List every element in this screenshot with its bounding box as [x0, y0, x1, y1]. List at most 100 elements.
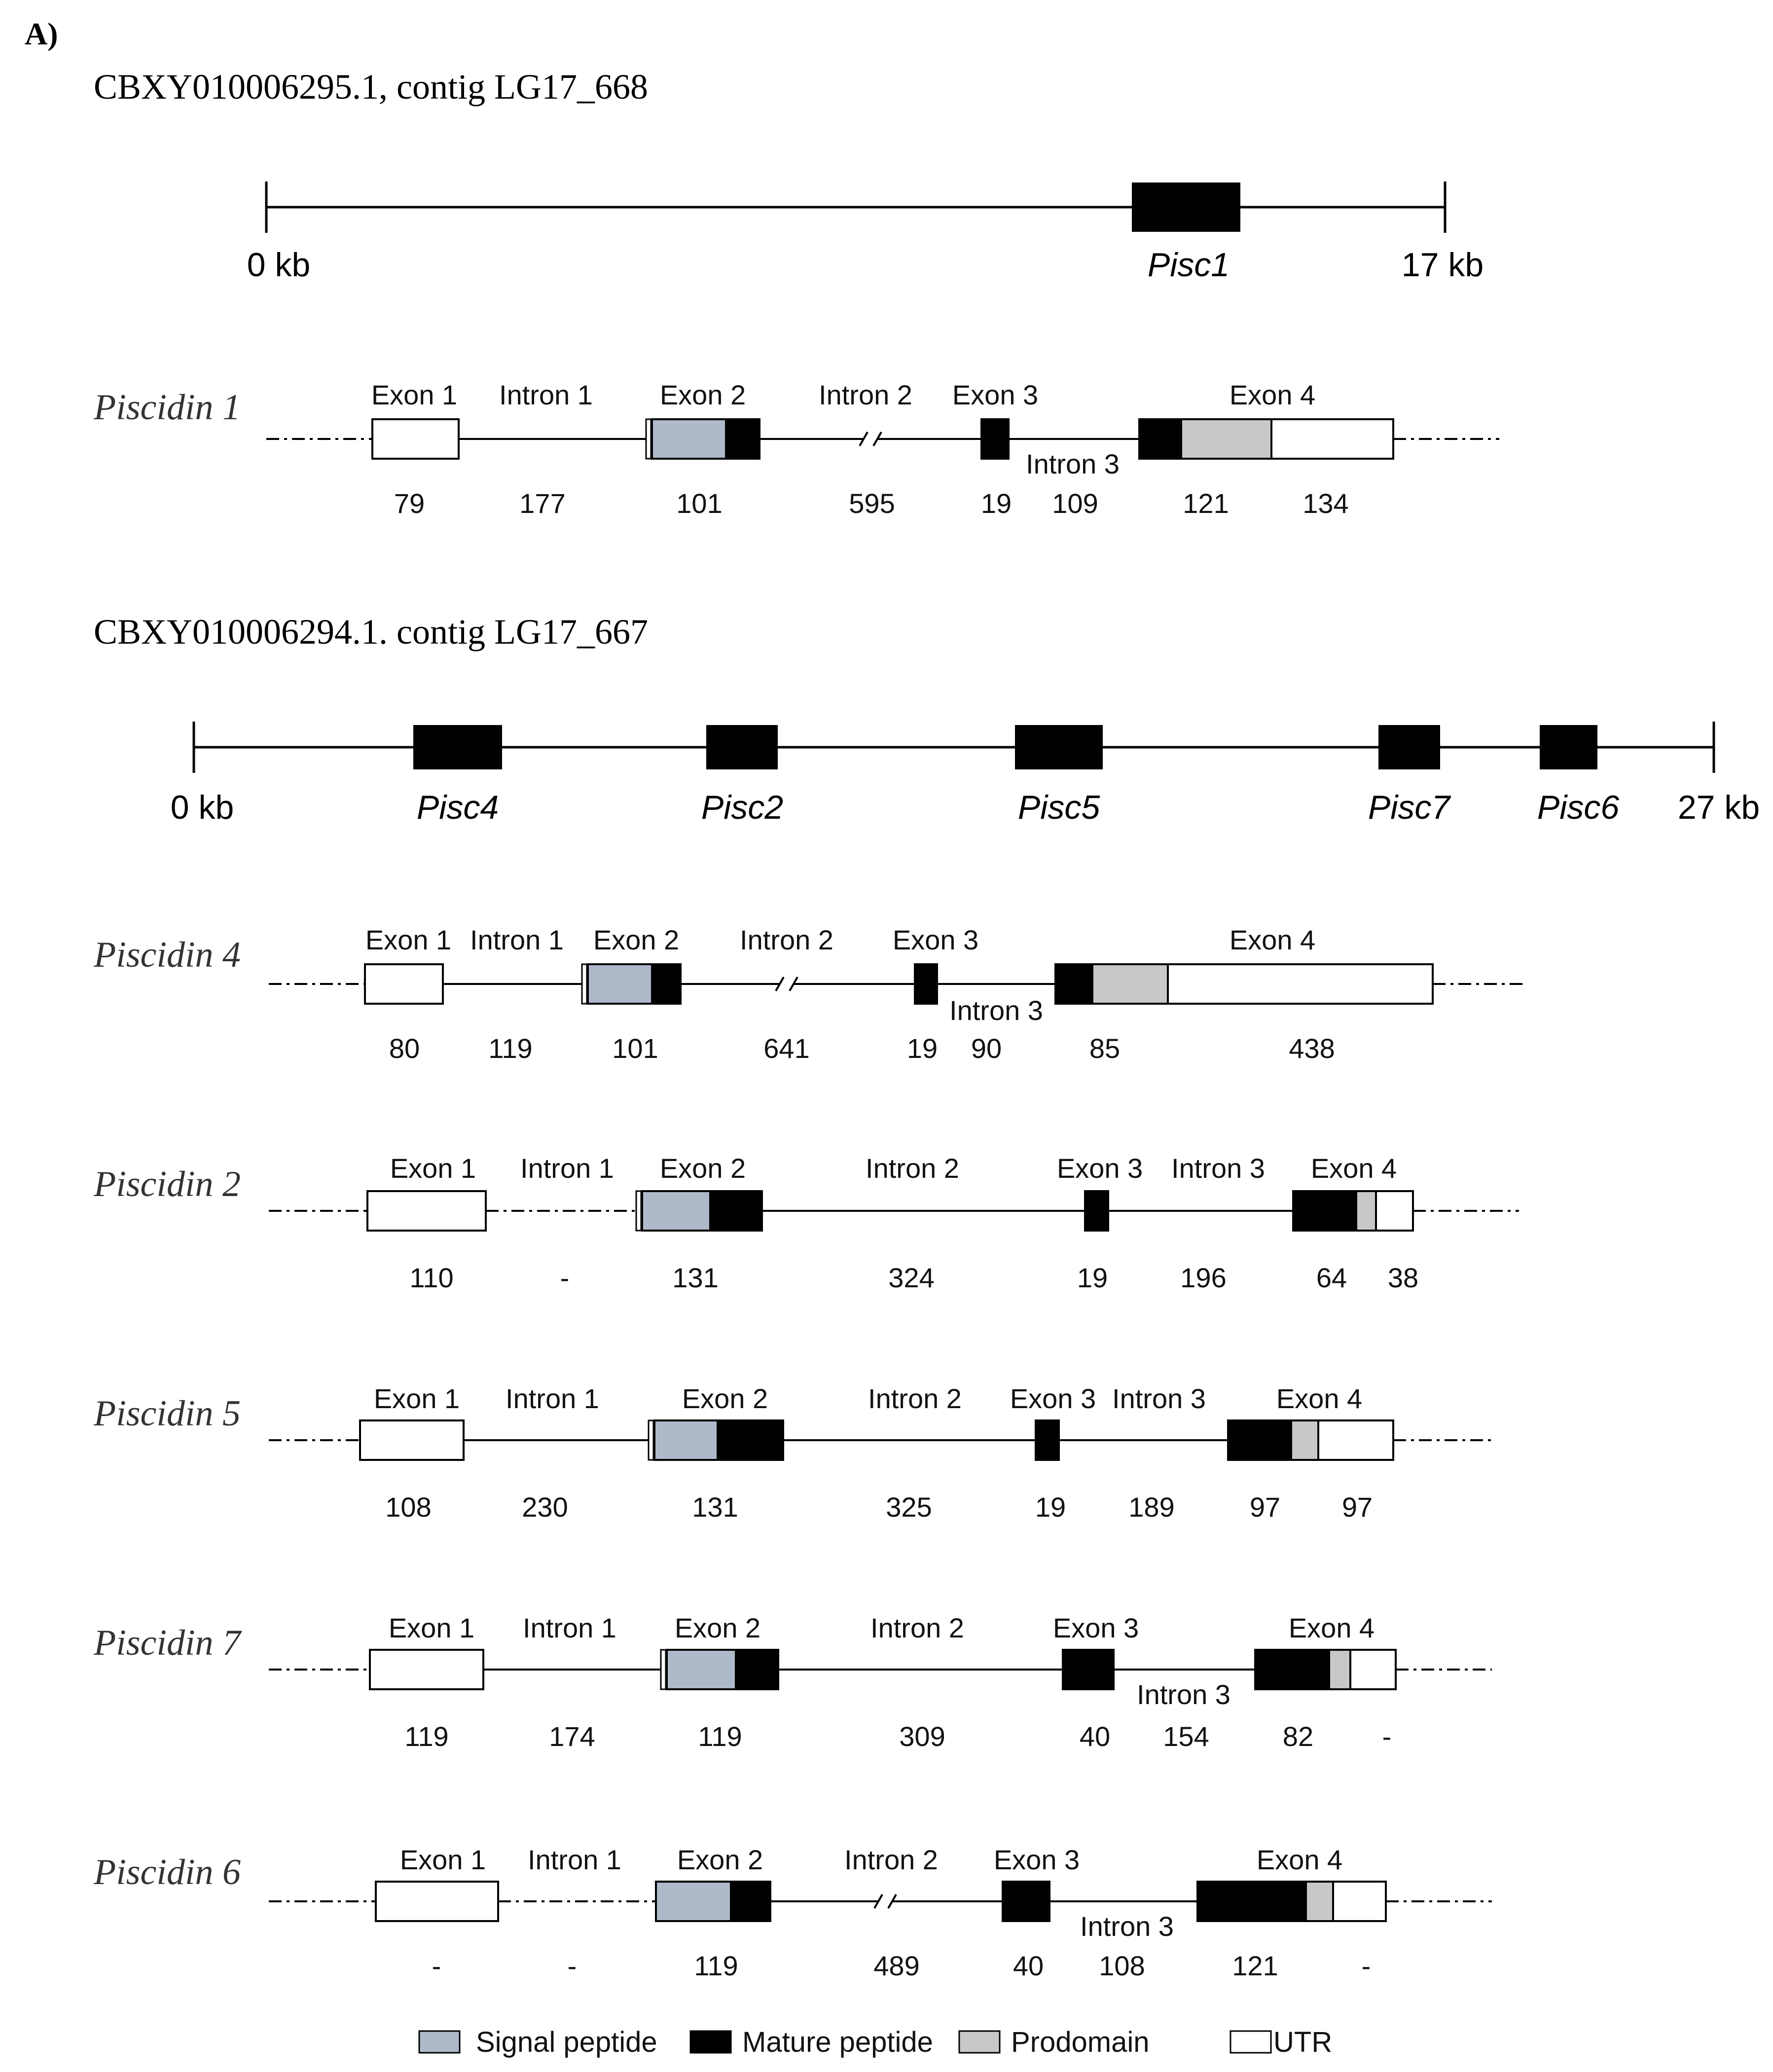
exon-2-label: Exon 2: [677, 1844, 763, 1875]
segment-length: 119: [404, 1721, 448, 1752]
exon-4-prodomain: [1355, 1190, 1377, 1232]
intron-break-gap: [878, 1897, 892, 1905]
exon-3-label: Exon 3: [952, 379, 1038, 410]
exon-2-utr: [635, 1190, 642, 1232]
exon-2-label: Exon 2: [660, 379, 746, 410]
intron-break-mark: [789, 977, 798, 991]
segment-length: 101: [676, 488, 722, 519]
intron-3-label: Intron 3: [1137, 1679, 1230, 1710]
segment-length: 324: [888, 1262, 934, 1293]
scaffold-2-end-label: 27 kb: [1678, 789, 1760, 826]
intron-3-label: Intron 3: [1171, 1153, 1265, 1184]
segment-length: 82: [1283, 1721, 1313, 1752]
scaffold-1-start-label: 0 kb: [247, 246, 311, 284]
gene-name: Piscidin 4: [93, 935, 241, 975]
intron-2-label: Intron 2: [868, 1383, 962, 1414]
locus-block-pisc5: [1015, 725, 1103, 769]
segment-length: 177: [519, 488, 565, 519]
exon-2-signal-peptide: [641, 1190, 711, 1232]
intron-1-label: Intron 1: [520, 1153, 614, 1184]
exon-4-mature-peptide: [1254, 1649, 1330, 1690]
exon-4-mature-peptide: [1054, 963, 1093, 1005]
exon-2-utr: [648, 1419, 654, 1461]
gene-name: Piscidin 5: [93, 1393, 241, 1434]
intron-2-label: Intron 2: [740, 924, 833, 955]
exon-3-mature-peptide: [1084, 1190, 1109, 1232]
segment-length: -: [1362, 1950, 1371, 1981]
segment-length: 489: [873, 1950, 919, 1981]
segment-length: 109: [1052, 488, 1098, 519]
intron-3-label: Intron 3: [1112, 1383, 1206, 1414]
segment-length: 19: [1077, 1262, 1108, 1293]
segment-length: -: [560, 1262, 570, 1293]
segment-length: 64: [1316, 1262, 1347, 1293]
exon-1-utr: [371, 418, 460, 460]
segment-length: 85: [1089, 1033, 1120, 1064]
legend: Signal peptide Mature peptide Prodomain …: [418, 2026, 1332, 2058]
exon-2-mature-peptide: [717, 1419, 784, 1461]
legend-label-signal: Signal peptide: [476, 2026, 657, 2058]
exon-4-mature-peptide: [1292, 1190, 1357, 1232]
intron-2-label: Intron 2: [819, 379, 912, 410]
locus-block-pisc1: [1132, 182, 1240, 232]
locus-block-pisc7: [1378, 725, 1440, 769]
exon-4-label: Exon 4: [1289, 1612, 1375, 1643]
exon-2-mature-peptide: [709, 1190, 763, 1232]
exon-1-label: Exon 1: [389, 1612, 474, 1643]
exon-4-utr: [1332, 1881, 1387, 1922]
segment-length: 131: [692, 1491, 738, 1523]
locus-block-pisc4: [413, 725, 502, 769]
exon-2-signal-peptide: [666, 1649, 737, 1690]
exon-4-mature-peptide: [1196, 1881, 1307, 1922]
segment-length: 19: [1035, 1491, 1066, 1523]
exon-4-label: Exon 4: [1311, 1153, 1397, 1184]
exon-2-mature-peptide: [725, 418, 760, 460]
legend-swatch-signal: [418, 2030, 461, 2054]
intron-2-label: Intron 2: [866, 1153, 959, 1184]
scaffold-1: CBXY010006295.1, contig LG17_668 0 kb 17…: [94, 67, 1484, 284]
exon-1-utr: [369, 1649, 484, 1690]
scaffold-2-start-label: 0 kb: [171, 789, 234, 826]
segment-length: 595: [849, 488, 895, 519]
intron-2-label: Intron 2: [870, 1612, 964, 1643]
exon-2-mature-peptide: [735, 1649, 779, 1690]
exon-4-label: Exon 4: [1230, 379, 1315, 410]
exon-2-label: Exon 2: [682, 1383, 768, 1414]
exon-2-signal-peptide: [651, 418, 727, 460]
exon-4-utr: [1167, 963, 1434, 1005]
intron-3-label: Intron 3: [1026, 448, 1120, 479]
segment-length: 121: [1183, 488, 1229, 519]
locus-label-pisc6: Pisc6: [1537, 789, 1619, 826]
segment-length: 101: [612, 1033, 658, 1064]
legend-swatch-utr: [1230, 2030, 1272, 2054]
exon-3-mature-peptide: [1062, 1649, 1115, 1690]
legend-label-utr: UTR: [1273, 2026, 1332, 2058]
gene-name: Piscidin 6: [93, 1852, 241, 1892]
segment-length: 325: [886, 1491, 932, 1523]
exon-1-utr: [364, 963, 444, 1005]
exon-2-label: Exon 2: [593, 924, 679, 955]
segment-length: 438: [1289, 1033, 1335, 1064]
segment-length: 40: [1080, 1721, 1110, 1752]
exon-3-label: Exon 3: [1010, 1383, 1096, 1414]
exon-2-signal-peptide: [587, 963, 653, 1005]
intron-1-label: Intron 1: [470, 924, 564, 955]
segment-length: 19: [907, 1033, 938, 1064]
exon-4-label: Exon 4: [1257, 1844, 1342, 1875]
exon-4-prodomain: [1180, 418, 1272, 460]
segment-length: 134: [1303, 488, 1348, 519]
intron-break-mark: [859, 432, 868, 446]
exon-4-prodomain: [1328, 1649, 1351, 1690]
exon-2-label: Exon 2: [660, 1153, 746, 1184]
exon-4-label: Exon 4: [1276, 1383, 1362, 1414]
intron-2-label: Intron 2: [844, 1844, 938, 1875]
gene-name: Piscidin 7: [93, 1623, 242, 1663]
intron-break-mark: [873, 1894, 883, 1909]
intron-break-mark: [775, 977, 785, 991]
exon-3-mature-peptide: [1035, 1419, 1060, 1461]
exon-1-utr: [359, 1419, 465, 1461]
exon-2-signal-peptide: [655, 1881, 732, 1922]
